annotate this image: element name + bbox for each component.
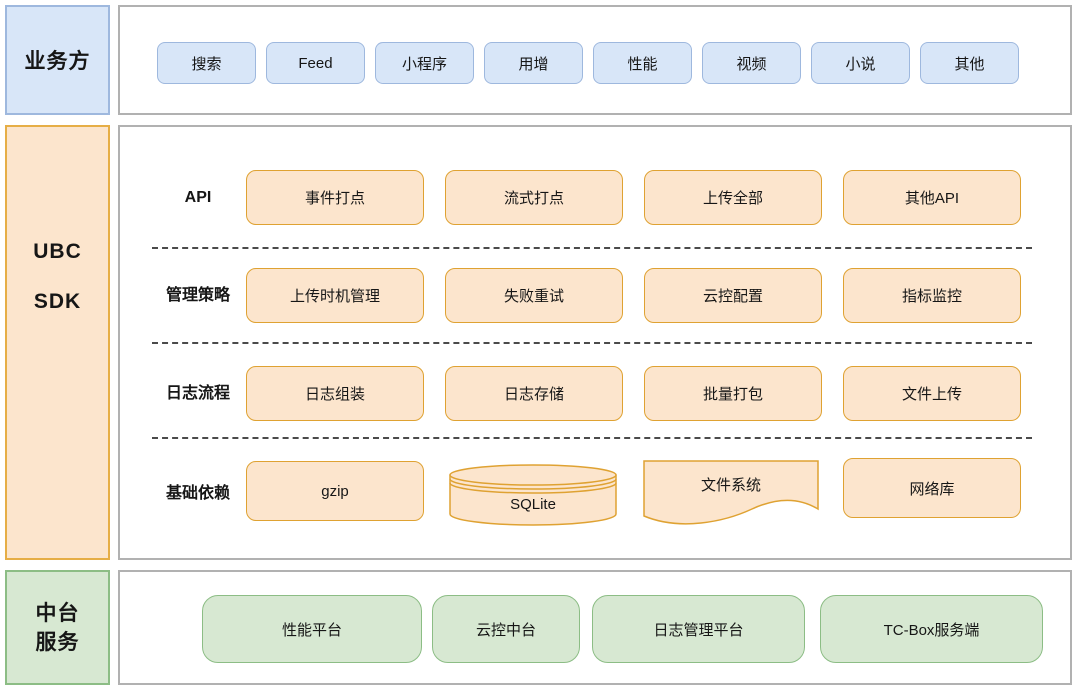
- dashed-separator: [152, 247, 1032, 249]
- business-panel: 搜索 Feed 小程序 用增 性能 视频 小说 其他: [118, 5, 1072, 115]
- business-side-label: 业务方: [5, 5, 110, 115]
- platform-panel: 性能平台 云控中台 日志管理平台 TC-Box服务端: [118, 570, 1072, 685]
- sdk-row-label: API: [184, 189, 212, 206]
- dashed-separator: [152, 437, 1032, 439]
- business-tab: 搜索: [157, 42, 256, 84]
- sdk-row-label: 管理策略: [165, 287, 230, 304]
- ubc-sdk-side-label: UBC SDK: [5, 125, 110, 560]
- sdk-box-network: 网络库: [843, 458, 1021, 518]
- business-tab: 小程序: [375, 42, 474, 84]
- sdk-shape-label: 文件系统: [700, 477, 761, 494]
- cylinder-shape-icon: [449, 464, 617, 526]
- sdk-box: 日志存储: [445, 366, 623, 421]
- sdk-box: 流式打点: [445, 170, 623, 225]
- ubc-sdk-title-line: SDK: [33, 290, 82, 313]
- sdk-box: 上传全部: [644, 170, 822, 225]
- business-tab: 性能: [593, 42, 692, 84]
- platform-box: 日志管理平台: [592, 595, 805, 663]
- platform-box: TC-Box服务端: [820, 595, 1043, 663]
- platform-box: 云控中台: [432, 595, 580, 663]
- sdk-box: 批量打包: [644, 366, 822, 421]
- ubc-sdk-panel: API 事件打点 流式打点 上传全部 其他API 管理策略 上传时机管理 失败重…: [118, 125, 1072, 560]
- sdk-box: 上传时机管理: [246, 268, 424, 323]
- platform-side-label: 中台 服务: [5, 570, 110, 685]
- business-tab: 小说: [811, 42, 910, 84]
- platform-title-line: 服务: [35, 630, 80, 654]
- dashed-separator: [152, 342, 1032, 344]
- sdk-row-management: 管理策略 上传时机管理 失败重试 云控配置 指标监控: [120, 268, 1070, 323]
- platform-box: 性能平台: [202, 595, 422, 663]
- sdk-box: 云控配置: [644, 268, 822, 323]
- business-tab: Feed: [266, 42, 365, 84]
- sdk-box: 失败重试: [445, 268, 623, 323]
- sdk-row-label: 日志流程: [165, 385, 230, 402]
- sdk-row-basedeps: 基础依赖 gzip SQLite 文件系统 网络库: [120, 458, 1070, 533]
- sdk-row-logflow: 日志流程 日志组装 日志存储 批量打包 文件上传: [120, 366, 1070, 421]
- sdk-box: 其他API: [843, 170, 1021, 225]
- sdk-box: 事件打点: [246, 170, 424, 225]
- sqlite-cylinder: SQLite: [448, 462, 618, 528]
- filesystem-document: 文件系统: [642, 459, 820, 530]
- business-tab: 视频: [702, 42, 801, 84]
- sdk-box: 文件上传: [843, 366, 1021, 421]
- business-side-label-text: 业务方: [24, 50, 91, 73]
- business-tab: 用增: [484, 42, 583, 84]
- sdk-shape-label: SQLite: [510, 496, 556, 513]
- sdk-box: 日志组装: [246, 366, 424, 421]
- ubc-sdk-title-line: UBC: [33, 240, 82, 263]
- sdk-box-gzip: gzip: [246, 461, 424, 521]
- sdk-box: 指标监控: [843, 268, 1021, 323]
- platform-title-line: 中台: [35, 601, 80, 625]
- document-shape-icon: [643, 460, 819, 525]
- business-tab: 其他: [920, 42, 1019, 84]
- sdk-row-label: 基础依赖: [165, 485, 230, 502]
- sdk-row-api: API 事件打点 流式打点 上传全部 其他API: [120, 170, 1070, 225]
